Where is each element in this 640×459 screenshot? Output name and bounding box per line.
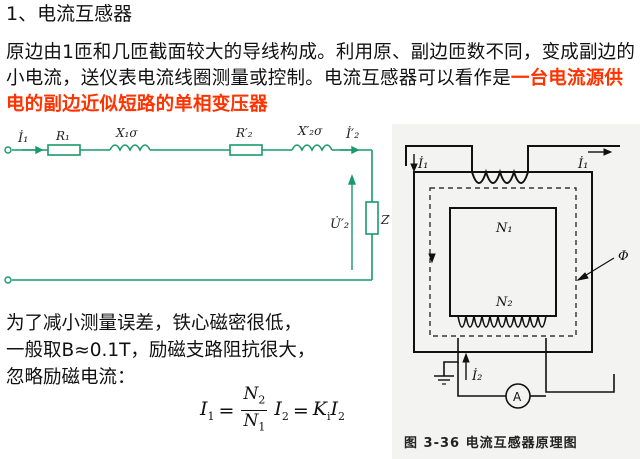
note-line-3: 忽略励磁电流： [6,367,136,388]
ammeter [505,383,531,409]
r2-resistor [229,144,263,156]
turns-ratio-fraction: N2 N1 [241,384,268,434]
primary-current-arrow-left [410,163,418,173]
equivalent-circuit: İ₁ R₁ X₁σ R′₂ X′₂σ İ′₂ U̇′₂ Z′L [4,124,390,284]
label-phi: Φ [618,249,629,264]
phi-pointer [576,272,589,281]
core-inner [449,207,557,317]
secondary-current-arrow [462,352,470,363]
figure-caption: 图 3-36 电流互感器原理图 [404,436,578,451]
secondary-lead-left [443,338,459,376]
secondary-winding [457,315,547,328]
note-line-2: 一般取B≈0.1T，励磁支路阻抗很大， [6,340,316,361]
primary-lead-left [405,145,473,172]
label-r2: R′₂ [235,126,253,140]
label-r1: R₁ [55,129,70,143]
label-i1-left: İ₁ [417,155,428,172]
label-x1: X₁σ [115,126,138,140]
current-ratio-formula: I1 = N2 N1 I2 = KiI2 [200,384,345,438]
label-i2: İ₂ [471,367,482,384]
label-x2: X′₂σ [297,124,323,138]
intro-paragraph: 原边由1匝和几匝截面较大的导线构成。利用原、副边匝数不同，变成副边的小电流，送仪… [6,40,636,118]
label-n2: N₂ [495,295,513,310]
core-outer [413,171,593,353]
label-ammeter: A [513,390,522,404]
i2-arrow [351,145,360,155]
label-n1: N₁ [495,221,513,236]
label-i2: İ′₂ [345,125,359,142]
flux-path [429,187,577,337]
primary-winding [471,168,529,184]
r1-resistor [47,144,81,156]
note-block: 为了减小测量误差，铁心磁密很低， 一般取B≈0.1T，励磁支路阻抗很大， 忽略励… [6,310,396,391]
label-i1: İ₁ [17,129,28,146]
label-u2: U̇′₂ [330,216,349,232]
load-impedance [365,201,379,235]
label-zl: Z′L [380,213,390,227]
flux-arrow [428,253,436,264]
primary-lead-right [527,145,620,172]
label-i1-right: İ₁ [577,155,588,172]
current-transformer-diagram: İ₁ İ₁ N₁ N₂ Φ İ₂ A [392,124,640,459]
x1-inductor [109,144,151,152]
slide-title: 1、电流互感器 [6,3,133,25]
secondary-lead-right [545,338,615,393]
u2-arrow [347,174,357,185]
x2-inductor [291,144,333,152]
i1-arrow [35,145,44,155]
terminal-bottom [4,276,12,284]
intro-text: 原边由1匝和几匝截面较大的导线构成。利用原、副边匝数不同，变成副边的小电流，送仪… [6,42,636,89]
note-line-1: 为了减小测量误差，铁心磁密很低， [6,313,303,334]
primary-current-arrow-right [603,148,613,156]
intro-highlight: 一台电流源供电的副边近似短路的单相变压器 [6,68,624,115]
terminal-top [4,146,12,154]
